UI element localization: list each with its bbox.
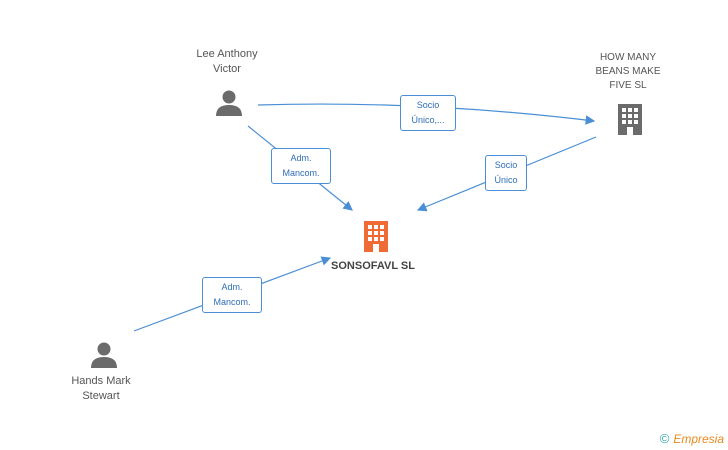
company-label-howmany[interactable]: HOW MANY BEANS MAKE FIVE SL: [595, 52, 661, 91]
person-label-lee[interactable]: Lee Anthony Victor: [196, 48, 258, 75]
person-icon[interactable]: [89, 340, 119, 370]
building-icon[interactable]: [614, 103, 646, 135]
company-label-main[interactable]: SONSOFAVL SL: [331, 260, 415, 272]
edge-label-lee-main[interactable]: Adm. Mancom.: [271, 148, 331, 184]
edge-label-lee-howmany[interactable]: Socio Único,...: [400, 95, 456, 131]
edge-label-howmany-main[interactable]: Socio Único: [485, 155, 527, 191]
brand-logo: Empresia: [673, 432, 724, 446]
brand-footer: ©Empresia: [660, 431, 724, 446]
person-label-hands[interactable]: Hands Mark Stewart: [71, 375, 131, 402]
copyright-symbol: ©: [659, 431, 670, 446]
building-icon-main[interactable]: [360, 220, 392, 252]
edge-label-hands-main[interactable]: Adm. Mancom.: [202, 277, 262, 313]
person-icon[interactable]: [214, 88, 244, 118]
